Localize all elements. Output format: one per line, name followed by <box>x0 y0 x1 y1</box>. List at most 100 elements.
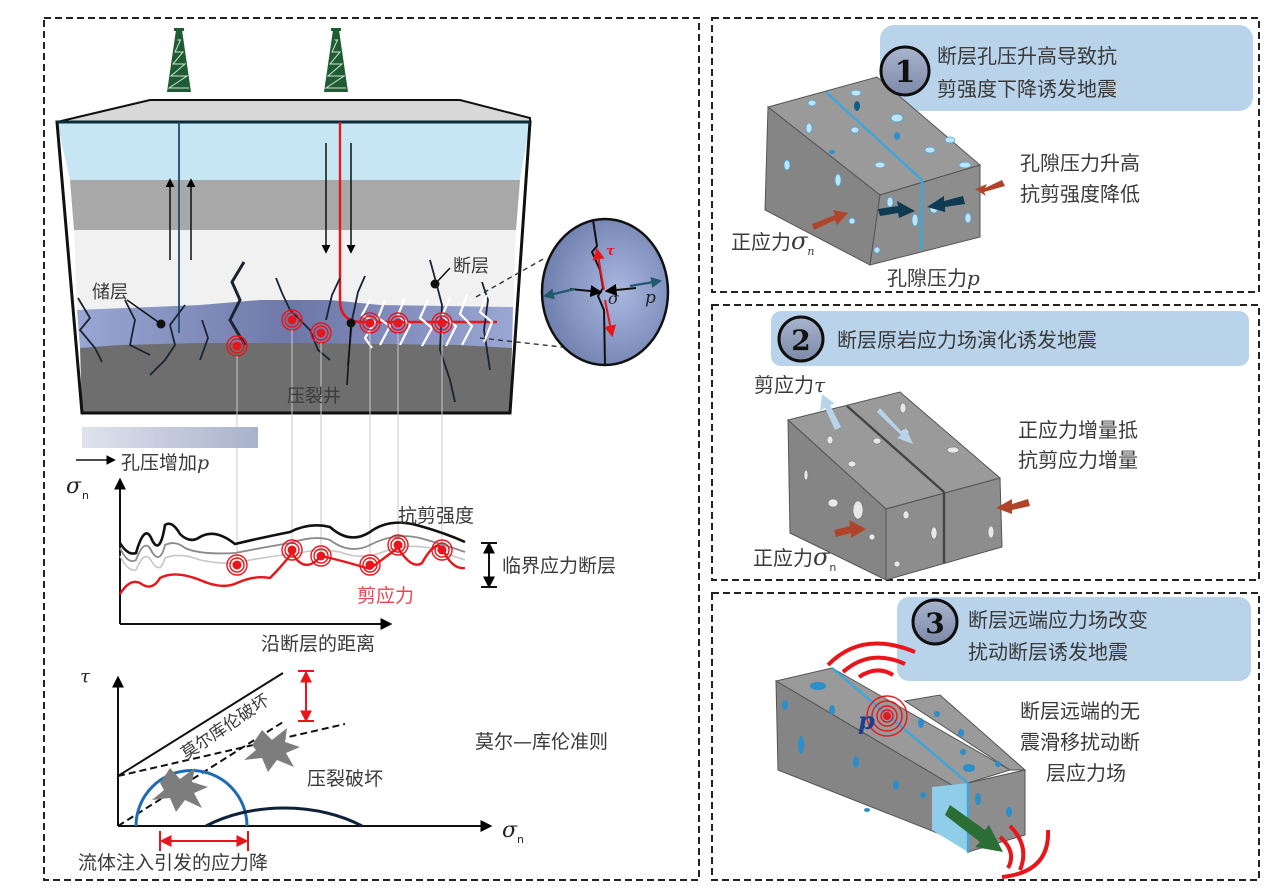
earthquake-marker-icon <box>226 335 248 357</box>
pores <box>782 682 1012 817</box>
slip-direction-arrow <box>945 805 1003 852</box>
p-symbol: p <box>645 288 656 308</box>
fault-label: 断层 <box>453 256 489 277</box>
earthquake-marker-icon <box>281 309 303 331</box>
earthquake-source-icon <box>866 695 908 737</box>
earthquake-marker-icon <box>359 312 381 334</box>
projection-lines <box>236 330 443 560</box>
panel2-desc-line1: 正应力增量抵 <box>1018 418 1138 442</box>
mohr-coulomb-chart: τ σ n 莫尔库伦破坏 莫尔—库伦准则 压裂破坏 流体注入引发的应力降 <box>78 666 608 874</box>
layer-bedrock <box>80 343 512 412</box>
criterion-label: 莫尔—库伦准则 <box>475 731 608 753</box>
panel1-frame <box>711 17 1260 293</box>
pore-pressure-gradient-bar <box>82 427 258 448</box>
pore-pressure-arrow <box>878 201 915 218</box>
tau-symbol: τ <box>606 244 615 259</box>
left-panel-frame <box>43 17 700 881</box>
layer-aquifer <box>57 122 530 180</box>
badge-2-number: 2 <box>791 324 810 357</box>
layer-light <box>74 230 516 310</box>
mohr-circle-original <box>205 806 363 828</box>
earthquake-marker-icon <box>387 312 409 334</box>
sigma-axis-symbol: σ <box>502 818 518 843</box>
panel1-desc-line2: 抗剪强度降低 <box>1020 182 1140 206</box>
panel-2: 2 断层原岩应力场演化诱发地震 剪应力τ 正应力增量抵 抗剪应力增量 正应力σn <box>753 311 1249 581</box>
panel-1: 1 断层孔压升高导致抗 剪强度下降诱发地震 孔隙压力升高 抗剪强度降低 正应力σ… <box>731 25 1253 290</box>
shear-strength-label: 抗剪强度 <box>398 505 474 527</box>
earthquake-marker-icon <box>431 539 453 561</box>
frac-failure-label: 压裂破坏 <box>307 768 383 790</box>
distance-axis-label: 沿断层的距离 <box>261 633 375 655</box>
layer-gray <box>70 180 520 230</box>
shear-strength-curve <box>118 521 466 555</box>
panel3-frame <box>711 592 1260 881</box>
seismic-wave-icon <box>998 824 1051 879</box>
sigma-symbol: σ <box>608 289 620 308</box>
critical-fault-label: 临界应力断层 <box>502 555 616 577</box>
badge-3 <box>911 598 959 646</box>
panel3-title-line1: 断层远端应力场改变 <box>968 608 1148 632</box>
normal-stress-arrow <box>834 520 866 538</box>
panel2-shear-stress-label: 剪应力τ <box>754 373 826 397</box>
earthquake-marker-icon <box>387 534 409 556</box>
fault-magnifier: τ σ p <box>540 217 670 367</box>
panel1-title-line2: 剪强度下降诱发地震 <box>937 77 1117 101</box>
panel2-banner <box>771 311 1249 366</box>
dashed-envelope <box>117 723 346 777</box>
injection-well <box>338 122 497 324</box>
panel1-pore-pressure-label: 孔隙压力p <box>887 266 980 290</box>
earthquake-marker-icon <box>226 554 248 576</box>
panel-3: p 3 断层远端应力场改变 扰动断层诱发地震 断层远端的无 震滑移扰动断 层应力… <box>774 597 1251 879</box>
shear-stress-label: 剪应力 <box>357 585 414 607</box>
derrick-icon <box>323 27 349 93</box>
panel3-desc-line2: 震滑移扰动断 <box>1020 730 1140 754</box>
shear-stress-arrow <box>820 394 841 430</box>
earthquake-marker-icon <box>310 545 332 567</box>
stress-profile-chart: σ n 抗剪强度 临界应力断层 剪应力 沿断层的距离 <box>66 474 616 655</box>
stress-drop-label: 流体注入引发的应力降 <box>78 852 268 874</box>
panel2-frame <box>711 304 1260 581</box>
panel2-normal-stress-label: 正应力σn <box>753 543 836 574</box>
y-axis-subscript: n <box>82 489 89 502</box>
earthquake-marker-icon <box>281 539 303 561</box>
normal-stress-arrow <box>812 210 848 230</box>
block-top-surface <box>56 99 531 123</box>
badge-1 <box>879 45 931 97</box>
fault-line <box>831 667 969 784</box>
badge-2 <box>777 315 825 363</box>
y-axis-symbol: σ <box>66 474 82 499</box>
normal-stress-arrow <box>975 180 1005 196</box>
sigma-axis-subscript: n <box>517 833 524 846</box>
panel3-p-symbol: p <box>858 706 875 735</box>
seismic-wave-icon <box>826 641 916 679</box>
normal-stress-arrow <box>996 499 1030 514</box>
badge-3-number: 3 <box>925 607 944 640</box>
panel1-title-line1: 断层孔压升高导致抗 <box>937 44 1117 68</box>
panel3-desc-line1: 断层远端的无 <box>1020 699 1140 723</box>
panel1-normal-stress-label: 正应力σn <box>731 227 814 258</box>
reservoir-label: 储层 <box>92 282 128 303</box>
shear-stress-arrow <box>877 408 913 444</box>
panel3-title-line2: 扰动断层诱发地震 <box>968 640 1128 664</box>
earthquake-marker-icon <box>310 322 332 344</box>
pore-pressure-arrow <box>927 196 965 212</box>
panel2-title: 断层原岩应力场演化诱发地震 <box>837 328 1097 352</box>
fault-line <box>846 405 945 493</box>
panel3-desc-line3: 层应力场 <box>1046 761 1126 785</box>
panel2-desc-line2: 抗剪应力增量 <box>1018 448 1138 472</box>
failure-envelope-line <box>117 672 284 777</box>
derrick-icon <box>166 27 192 93</box>
earthquake-marker-icon <box>431 312 453 334</box>
panel3-banner <box>897 597 1251 681</box>
pore-pressure-label: 孔压增加p <box>121 452 209 474</box>
failure-burst-icon <box>244 728 300 772</box>
panel1-desc-line1: 孔隙压力升高 <box>1020 151 1140 175</box>
failure-burst-icon <box>152 768 208 812</box>
panel1-banner <box>880 25 1253 111</box>
earthquake-marker-icon <box>359 554 381 576</box>
badge-1-number: 1 <box>895 55 916 90</box>
fault-line <box>825 91 923 181</box>
frac-well-label: 压裂井 <box>287 386 341 407</box>
tau-axis-symbol: τ <box>80 666 91 687</box>
